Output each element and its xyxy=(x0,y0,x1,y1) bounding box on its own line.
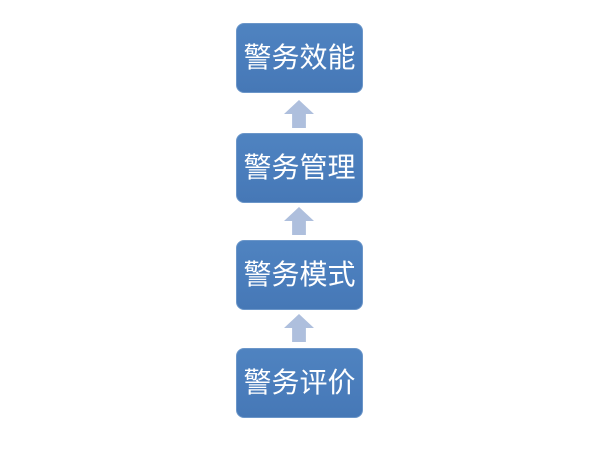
flow-box-label: 警务效能 xyxy=(243,41,356,74)
flow-box-label: 警务评价 xyxy=(243,366,356,399)
flow-box-label: 警务模式 xyxy=(243,258,356,291)
flow-box-third: 警务模式 xyxy=(236,240,363,310)
flow-box-label: 警务管理 xyxy=(243,151,356,184)
flow-box-second: 警务管理 xyxy=(236,133,363,203)
up-block-arrow-icon xyxy=(284,314,314,342)
up-block-arrow-icon xyxy=(284,207,314,235)
flow-box-top: 警务效能 xyxy=(236,23,363,93)
flow-box-bottom: 警务评价 xyxy=(236,348,363,418)
up-block-arrow-icon xyxy=(284,100,314,128)
